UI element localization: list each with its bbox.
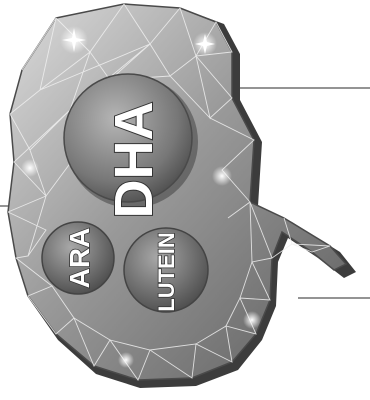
lutein-circle: LUTEIN xyxy=(124,228,208,312)
polygon-mesh-shape xyxy=(8,4,346,380)
lutein-label: LUTEIN xyxy=(154,232,179,311)
ara-circle: ARA xyxy=(42,222,114,294)
ara-label: ARA xyxy=(64,228,95,289)
dha-label: DHA xyxy=(104,102,164,219)
